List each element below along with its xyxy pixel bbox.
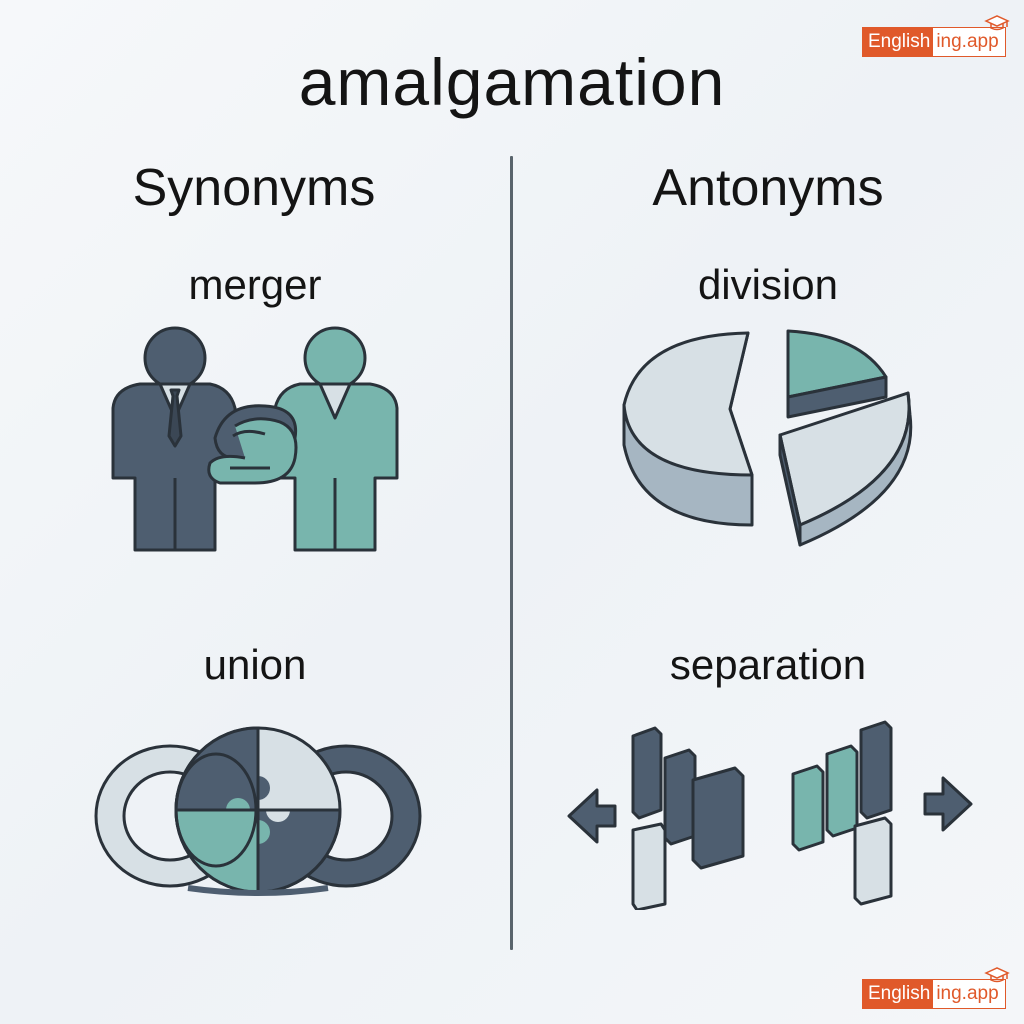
brand-logo-top: English ing.app: [862, 15, 1010, 57]
page-title: amalgamation: [298, 45, 726, 119]
brand-part2: ing.app: [933, 27, 1006, 57]
separating-blocks-icon: [567, 720, 973, 910]
interlocked-rings-icon: [94, 726, 422, 896]
synonyms-heading: Synonyms: [132, 159, 376, 217]
graduation-cap-icon: [983, 967, 1010, 983]
brand-part1: English: [862, 979, 934, 1009]
antonym-word-division: division: [697, 261, 839, 308]
antonyms-heading: Antonyms: [652, 159, 884, 217]
brand-logo-bottom: English ing.app: [862, 967, 1010, 1009]
synonym-word-merger: merger: [188, 261, 322, 308]
column-divider: [510, 156, 513, 950]
antonym-word-separation: separation: [669, 641, 867, 688]
brand-part1: English: [862, 27, 934, 57]
handshake-icon: [111, 326, 399, 552]
split-pie-icon: [622, 329, 913, 547]
synonym-word-union: union: [203, 641, 307, 688]
brand-part2: ing.app: [933, 979, 1006, 1009]
graduation-cap-icon: [983, 15, 1010, 31]
